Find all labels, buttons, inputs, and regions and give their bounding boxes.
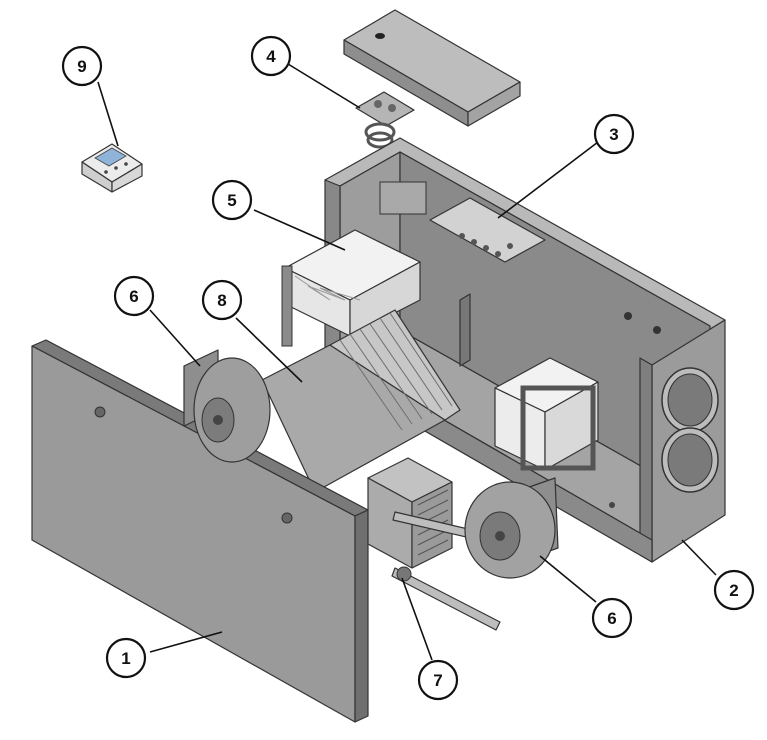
leader-3 [497,141,599,219]
callout-4: 4 [250,35,292,77]
leader-6b [539,555,597,603]
electrical-connector-plate [355,91,415,149]
callout-6b-label: 6 [607,609,616,628]
callout-9-label: 9 [77,57,86,76]
top-cover-lid [343,9,521,127]
leader-9 [97,81,119,147]
callout-2-label: 2 [729,581,738,600]
wall-controller [81,143,143,193]
callout-6a-label: 6 [129,287,138,306]
upper-filter [281,229,421,347]
callout-7: 7 [417,659,459,701]
leader-1 [149,631,223,653]
callout-6a: 6 [113,275,155,317]
callout-1: 1 [105,637,147,679]
callout-1-label: 1 [121,649,130,668]
leader-6a [149,309,201,367]
callout-5: 5 [211,179,253,221]
callout-6b: 6 [591,597,633,639]
callout-4-label: 4 [266,47,276,66]
callout-3-label: 3 [609,125,618,144]
leader-5 [253,209,346,251]
leader-4 [287,63,361,109]
callout-9: 9 [61,45,103,87]
heat-exchanger [261,309,461,493]
callout-7-label: 7 [433,671,442,690]
lower-filter [494,357,599,471]
supply-fan [183,349,271,463]
extract-fan [464,477,559,579]
leader-8 [235,317,303,383]
callout-8: 8 [201,279,243,321]
leader-lines [97,63,717,661]
callout-5-label: 5 [227,191,236,210]
leader-7 [401,577,433,661]
leader-2 [681,539,717,576]
callout-2: 2 [713,569,755,611]
control-board [379,181,546,263]
callout-3: 3 [593,113,635,155]
callout-8-label: 8 [217,291,226,310]
